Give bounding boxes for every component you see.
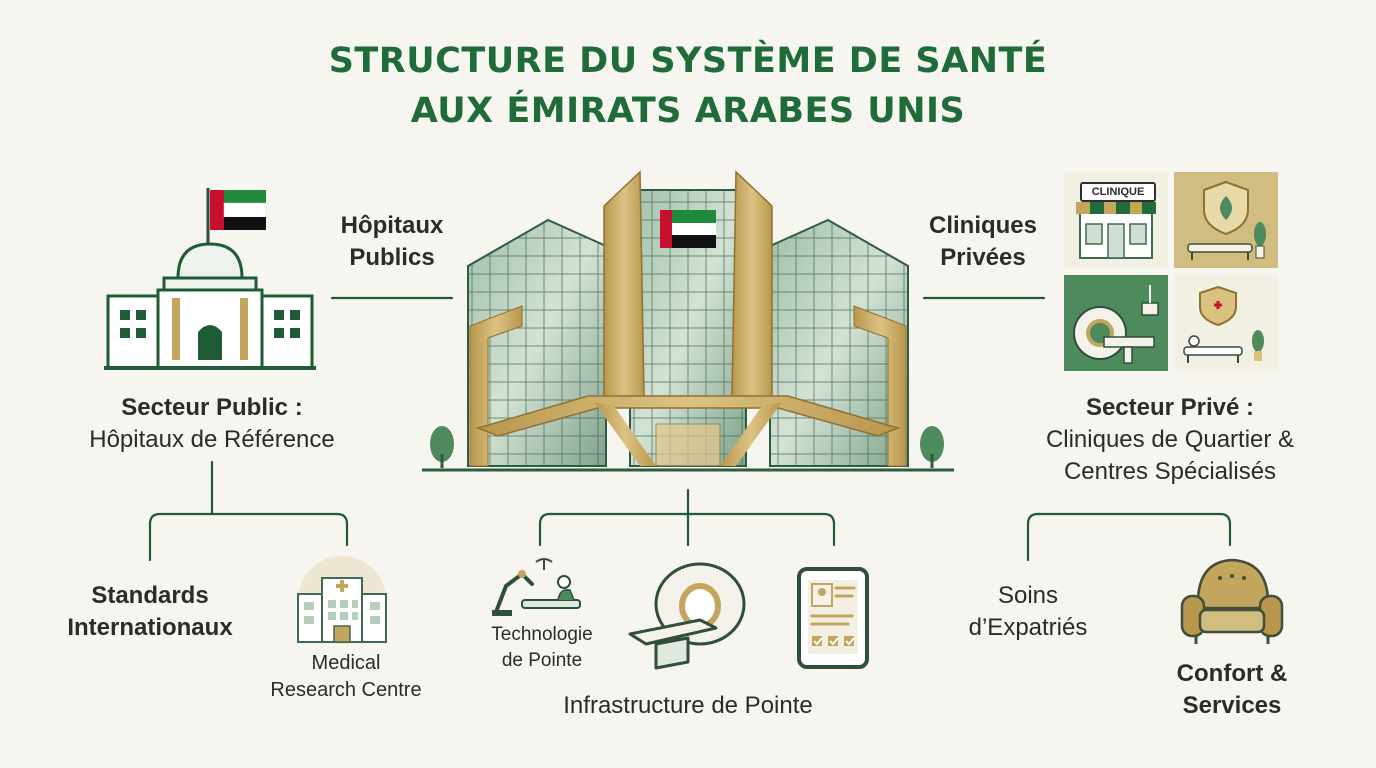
standards-line-2: Internationaux xyxy=(67,614,233,641)
wellness-shield-icon xyxy=(1174,172,1278,268)
armchair-comfort-icon xyxy=(1178,552,1286,648)
tablet-records-icon xyxy=(796,566,870,670)
public-sector-heading: Secteur Public : xyxy=(121,394,303,421)
research-line-1: Medical xyxy=(311,652,381,674)
private-sector-subheading-1: Cliniques de Quartier & xyxy=(1045,426,1295,453)
research-centre-label: Medical Research Centre xyxy=(236,650,456,704)
technology-line-2: de Pointe xyxy=(501,650,583,671)
public-hospitals-line-1: Hôpitaux xyxy=(340,212,444,239)
private-sector-label: Secteur Privé : Cliniques de Quartier & … xyxy=(1010,392,1330,488)
standards-label: Standards Internationaux xyxy=(40,580,260,644)
clinic-sign: CLINIQUE xyxy=(1080,182,1156,202)
expat-line-2: d’Expatriés xyxy=(968,614,1088,641)
infrastructure-label: Infrastructure de Pointe xyxy=(500,690,876,722)
private-clinics-line-2: Privées xyxy=(940,244,1026,271)
expat-line-1: Soins xyxy=(997,582,1059,609)
title-line-2: AUX ÉMIRATS ARABES UNIS xyxy=(410,91,966,131)
technology-label: Technologie de Pointe xyxy=(462,622,622,674)
private-clinics-line-1: Cliniques xyxy=(928,212,1037,239)
page-title: STRUCTURE DU SYSTÈME DE SANTÉ AUX ÉMIRAT… xyxy=(0,36,1376,136)
central-hospital-icon xyxy=(418,166,958,476)
patient-care-tile-icon xyxy=(1174,275,1278,371)
mri-scanner-icon xyxy=(626,562,750,672)
private-sector-heading: Secteur Privé : xyxy=(1085,394,1255,421)
infrastructure-heading: Infrastructure de Pointe xyxy=(563,692,813,719)
comfort-line-2: Services xyxy=(1182,692,1282,719)
title-line-1: STRUCTURE DU SYSTÈME DE SANTÉ xyxy=(328,41,1048,81)
mri-scanner-tile-icon xyxy=(1064,275,1168,371)
comfort-services-label: Confort & Services xyxy=(1130,658,1334,722)
public-hospitals-label: Hôpitaux Publics xyxy=(312,210,472,274)
private-clinics-label: Cliniques Privées xyxy=(900,210,1066,274)
technology-line-1: Technologie xyxy=(491,624,593,645)
public-sector-subheading: Hôpitaux de Référence xyxy=(89,426,335,453)
comfort-line-1: Confort & xyxy=(1176,660,1288,687)
public-hospitals-line-2: Publics xyxy=(349,244,435,271)
expat-care-label: Soins d’Expatriés xyxy=(940,580,1116,644)
public-hospital-building-icon xyxy=(100,182,320,372)
research-centre-building-icon xyxy=(292,556,392,646)
public-sector-label: Secteur Public : Hôpitaux de Référence xyxy=(52,392,372,456)
clinic-storefront-icon: CLINIQUE xyxy=(1064,172,1168,268)
research-line-2: Research Centre xyxy=(270,679,422,701)
standards-line-1: Standards xyxy=(91,582,209,609)
private-sector-subheading-2: Centres Spécialisés xyxy=(1063,458,1277,485)
robotic-surgery-icon xyxy=(488,556,588,620)
